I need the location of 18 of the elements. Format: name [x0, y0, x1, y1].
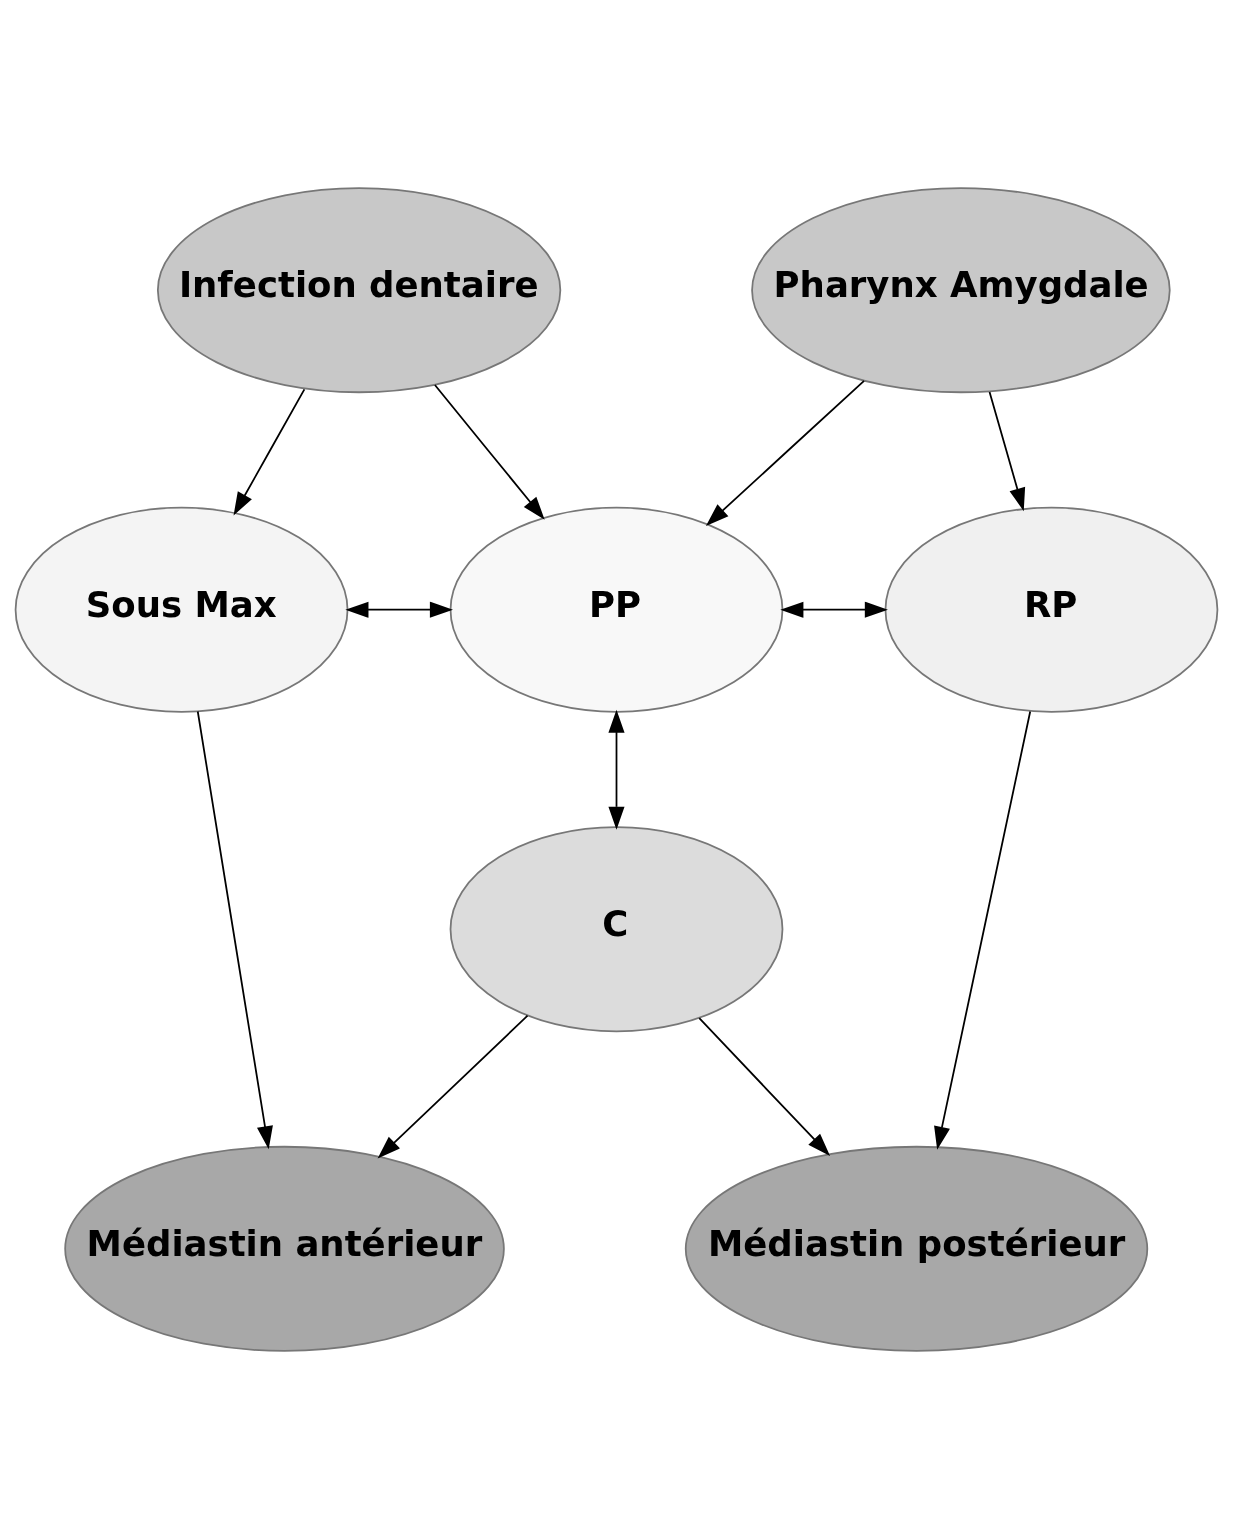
node-ellipse: RP	[884, 506, 1219, 713]
arrow	[196, 710, 273, 1150]
arrow	[698, 1017, 831, 1157]
arrow	[988, 391, 1026, 512]
node-ellipse: Médiastin postérieur	[684, 1145, 1149, 1352]
arrow	[377, 1014, 529, 1159]
node-ellipse: Médiastin antérieur	[64, 1145, 505, 1352]
arrow	[780, 601, 888, 618]
arrow	[934, 710, 1032, 1150]
arrow	[345, 601, 453, 618]
node-ellipse: Sous Max	[14, 506, 349, 713]
node-ellipse: Pharynx Amygdale	[751, 187, 1171, 394]
node-ellipse: Infection dentaire	[156, 187, 562, 394]
node-ellipse: C	[449, 826, 784, 1033]
arrow	[434, 384, 545, 520]
arrow	[608, 709, 625, 830]
arrow	[705, 379, 865, 526]
arrow	[233, 388, 306, 516]
